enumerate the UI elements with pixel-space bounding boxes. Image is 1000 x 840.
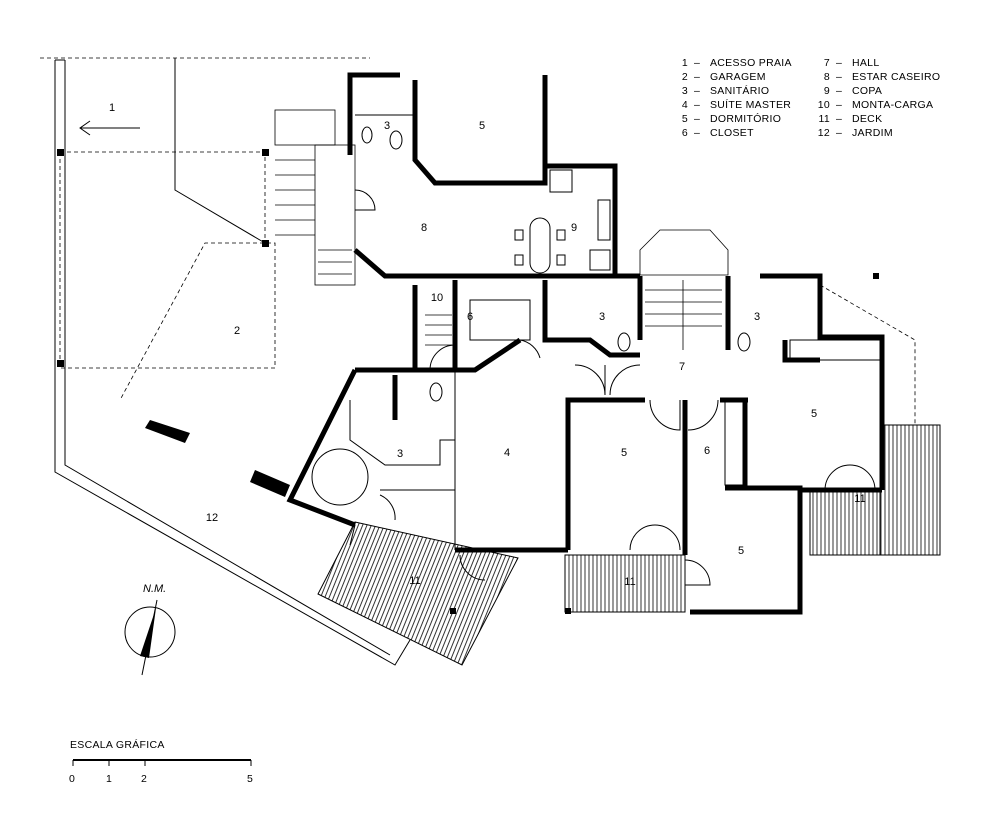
legend-number: 5 — [682, 113, 688, 125]
room-label: 12 — [206, 512, 218, 524]
legend-item: 12–JARDIM — [818, 127, 893, 139]
legend-dash: – — [694, 99, 700, 111]
legend-item: 7–HALL — [824, 57, 879, 69]
legend-number: 11 — [819, 113, 831, 125]
legend-name: CLOSET — [710, 127, 754, 139]
room-label: 6 — [704, 445, 710, 457]
legend-dash: – — [694, 71, 700, 83]
legend-dash: – — [836, 85, 842, 97]
room-label: 2 — [234, 325, 240, 337]
scale-tick: 2 — [141, 773, 147, 785]
compass-icon — [124, 606, 176, 658]
legend-item: 8–ESTAR CASEIRO — [824, 71, 940, 83]
legend-item: 4–SUÍTE MASTER — [682, 98, 791, 111]
legend-dash: – — [836, 71, 842, 83]
legend-name: JARDIM — [852, 127, 893, 139]
decks — [317, 284, 941, 666]
legend-dash: – — [836, 99, 842, 111]
legend-number: 3 — [682, 85, 688, 97]
site-boundary — [40, 57, 411, 666]
legend-name: DORMITÓRIO — [710, 112, 781, 125]
legend-item: 11–DECK — [819, 113, 883, 125]
legend-dash: – — [836, 113, 842, 125]
legend-dash: – — [836, 127, 842, 139]
scale-tick: 5 — [247, 773, 253, 785]
room-label: 7 — [679, 361, 685, 373]
legend-item: 9–COPA — [824, 85, 882, 97]
legend-number: 4 — [682, 99, 688, 111]
interior-details — [289, 114, 881, 586]
legend-number: 1 — [682, 57, 688, 69]
scale-title: ESCALA GRÁFICA — [70, 738, 165, 751]
legend-name: ACESSO PRAIA — [710, 57, 792, 69]
legend-number: 12 — [818, 127, 830, 139]
legend-item: 1–ACESSO PRAIA — [682, 57, 792, 69]
legend-name: DECK — [852, 113, 882, 125]
room-label: 3 — [384, 120, 390, 132]
legend-name: GARAGEM — [710, 71, 766, 83]
room-label: 11 — [854, 493, 865, 505]
legend-name: HALL — [852, 57, 879, 69]
room-label: 10 — [431, 292, 443, 304]
legend-dash: – — [836, 57, 842, 69]
legend-dash: – — [694, 113, 700, 125]
legend-item: 10–MONTA-CARGA — [818, 99, 933, 111]
room-label: 5 — [621, 447, 627, 459]
legend-number: 8 — [824, 71, 830, 83]
scale-tick: 0 — [69, 773, 75, 785]
stairs — [274, 109, 729, 350]
room-label: 1 — [109, 102, 115, 114]
room-label: 11 — [624, 576, 635, 588]
room-label: 5 — [811, 408, 817, 420]
room-label: 3 — [397, 448, 403, 460]
room-label: 3 — [754, 311, 760, 323]
room-label: 5 — [738, 545, 744, 557]
legend-item: 5–DORMITÓRIO — [682, 112, 781, 125]
room-label: 5 — [479, 120, 485, 132]
legend-number: 7 — [824, 57, 830, 69]
room-label: 9 — [571, 222, 577, 234]
room-label: 8 — [421, 222, 427, 234]
legend-number: 2 — [682, 71, 688, 83]
room-label: 3 — [599, 311, 605, 323]
legend-number: 9 — [824, 85, 830, 97]
legend-item: 6–CLOSET — [682, 127, 754, 139]
legend-item: 2–GARAGEM — [682, 71, 766, 83]
legend-name: SANITÁRIO — [710, 84, 769, 97]
legend-name: ESTAR CASEIRO — [852, 71, 940, 83]
legend-item: 3–SANITÁRIO — [682, 84, 769, 97]
north-arrow: N.M. — [124, 583, 176, 676]
room-label: 11 — [409, 575, 420, 587]
graphic-scale: ESCALA GRÁFICA 0 1 2 5 — [69, 738, 253, 785]
legend-dash: – — [694, 127, 700, 139]
legend-name: MONTA-CARGA — [852, 99, 933, 111]
garage-outline — [57, 149, 879, 401]
legend-name: COPA — [852, 85, 882, 97]
room-label: 4 — [504, 447, 510, 459]
scale-tick: 1 — [106, 773, 112, 785]
legend-dash: – — [694, 57, 700, 69]
room-label: 6 — [467, 311, 473, 323]
walls — [145, 72, 885, 615]
legend-number: 6 — [682, 127, 688, 139]
legend-name: SUÍTE MASTER — [710, 98, 791, 111]
north-label: N.M. — [143, 583, 166, 595]
legend: 1–ACESSO PRAIA2–GARAGEM3–SANITÁRIO4–SUÍT… — [682, 57, 940, 139]
legend-dash: – — [694, 85, 700, 97]
legend-number: 10 — [818, 99, 830, 111]
